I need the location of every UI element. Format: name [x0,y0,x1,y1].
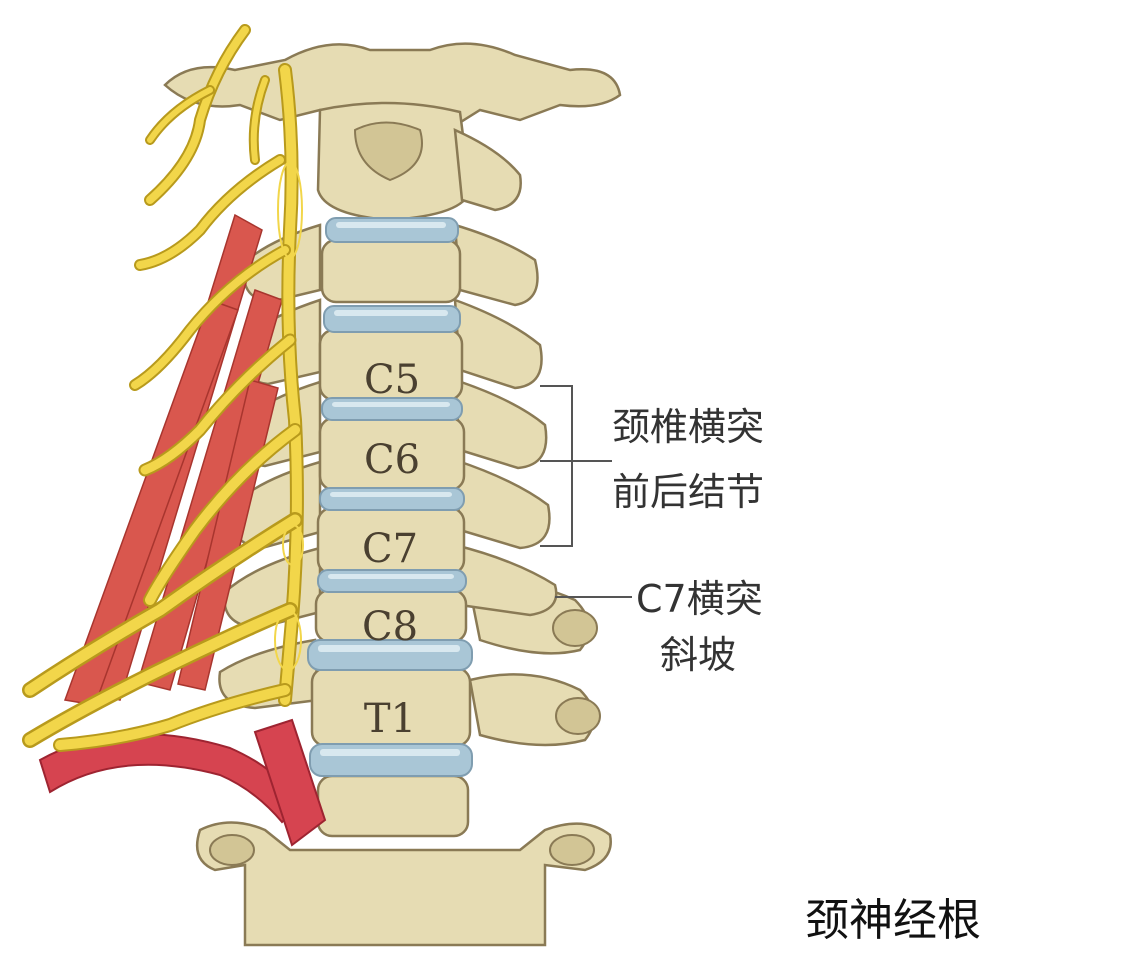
label-c7: C7 [362,526,418,572]
label-c8: C8 [362,604,418,650]
annotation-leaders [540,385,632,598]
nerve-plexus [22,24,304,752]
atlas-axis [163,42,622,222]
annotation-text: 颈椎横突 前后结节 C7横突 斜坡 [612,405,764,677]
thoracic-base [195,821,612,947]
slope-label-line1: C7横突 [636,577,763,621]
right-transverse-processes [453,223,601,747]
slope-label-line2: 斜坡 [660,633,736,677]
label-c6: C6 [364,437,420,483]
label-c5: C5 [364,357,420,403]
tubercle-label-line2: 前后结节 [612,470,764,514]
tubercle-label-line1: 颈椎横突 [612,405,764,449]
label-t1: T1 [364,696,416,742]
vertebra-labels: C5 C6 C7 C8 T1 [362,357,420,742]
tubercle-bracket [540,385,573,547]
intervertebral-discs [307,217,473,777]
figure-caption: 颈神经根 [805,895,981,946]
